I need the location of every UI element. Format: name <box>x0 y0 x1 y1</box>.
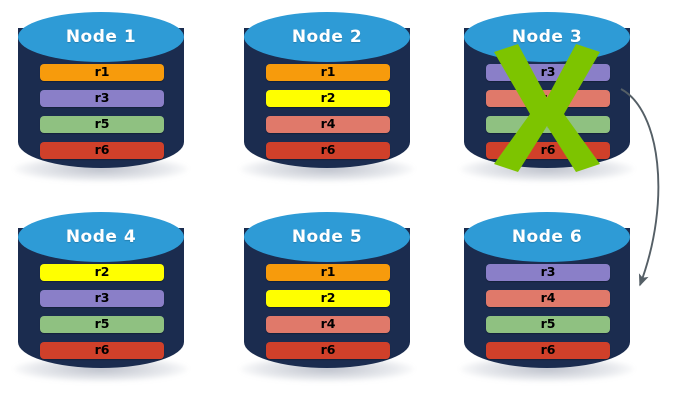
cylinder-top: Node 4 <box>18 212 184 262</box>
replica-label: r6 <box>94 142 110 158</box>
replica-label: r3 <box>94 290 110 306</box>
replica-label: r2 <box>320 90 336 106</box>
replica-label: r6 <box>540 342 556 358</box>
node-label: Node 6 <box>511 227 583 247</box>
replica-bar-r5[interactable]: r5 <box>486 116 610 133</box>
replica-bar-r2[interactable]: r2 <box>266 290 390 307</box>
replica-bar-r4[interactable]: r4 <box>266 316 390 333</box>
replica-bar-r6[interactable]: r6 <box>40 342 164 359</box>
cylinder-top: Node 1 <box>18 12 184 62</box>
replica-list: r1 r2 r4 r6 <box>266 64 390 159</box>
replica-bar-r6[interactable]: r6 <box>486 342 610 359</box>
replica-label: r4 <box>320 316 336 332</box>
replica-bar-r6[interactable]: r6 <box>266 342 390 359</box>
replica-bar-r4[interactable]: r4 <box>266 116 390 133</box>
node-label: Node 4 <box>65 227 137 247</box>
replica-label: r1 <box>94 64 110 80</box>
node-6[interactable]: Node 6 r3 r4 r5 r6 <box>452 206 642 382</box>
replica-label: r2 <box>94 264 110 280</box>
replica-bar-r5[interactable]: r5 <box>40 116 164 133</box>
replica-bar-r3[interactable]: r3 <box>486 64 610 81</box>
replica-bar-r2[interactable]: r2 <box>266 90 390 107</box>
replica-label: r6 <box>540 142 556 158</box>
node-label: Node 3 <box>511 27 583 47</box>
replica-bar-r5[interactable]: r5 <box>486 316 610 333</box>
replica-bar-r2[interactable]: r2 <box>40 264 164 281</box>
replica-label: r6 <box>320 342 336 358</box>
replica-bar-r4[interactable]: r4 <box>486 290 610 307</box>
replica-label: r4 <box>540 90 556 106</box>
node-label: Node 1 <box>65 27 137 47</box>
cylinder-top: Node 2 <box>244 12 410 62</box>
node-4[interactable]: Node 4 r2 r3 r5 r6 <box>6 206 196 382</box>
replica-label: r5 <box>94 316 110 332</box>
replica-bar-r3[interactable]: r3 <box>40 290 164 307</box>
replica-label: r3 <box>94 90 110 106</box>
replica-bar-r3[interactable]: r3 <box>40 90 164 107</box>
replica-label: r1 <box>320 264 336 280</box>
replica-bar-r5[interactable]: r5 <box>40 316 164 333</box>
replica-label: r5 <box>540 316 556 332</box>
replica-list: r2 r3 r5 r6 <box>40 264 164 359</box>
replica-bar-r6[interactable]: r6 <box>40 142 164 159</box>
replica-list: r1 r2 r4 r6 <box>266 264 390 359</box>
replica-label: r3 <box>540 64 556 80</box>
replica-bar-r6[interactable]: r6 <box>486 142 610 159</box>
replica-label: r1 <box>320 64 336 80</box>
node-label: Node 2 <box>291 27 363 47</box>
node-label: Node 5 <box>291 227 363 247</box>
node-2[interactable]: Node 2 r1 r2 r4 r6 <box>232 6 422 182</box>
replica-label: r5 <box>94 116 110 132</box>
replica-label: r6 <box>320 142 336 158</box>
cylinder-top: Node 3 <box>464 12 630 62</box>
replica-bar-r6[interactable]: r6 <box>266 142 390 159</box>
cylinder-top: Node 5 <box>244 212 410 262</box>
cylinder-top: Node 6 <box>464 212 630 262</box>
replica-list: r3 r4 r5 r6 <box>486 264 610 359</box>
replica-label: r5 <box>540 116 556 132</box>
replica-label: r4 <box>540 290 556 306</box>
node-5[interactable]: Node 5 r1 r2 r4 r6 <box>232 206 422 382</box>
replica-list: r3 r4 r5 r6 <box>486 64 610 159</box>
replica-label: r2 <box>320 290 336 306</box>
replica-bar-r1[interactable]: r1 <box>266 64 390 81</box>
node-3[interactable]: Node 3 r3 r4 r5 r6 <box>452 6 642 182</box>
replica-bar-r1[interactable]: r1 <box>266 264 390 281</box>
replica-label: r6 <box>94 342 110 358</box>
node-1[interactable]: Node 1 r1 r3 r5 r6 <box>6 6 196 182</box>
replica-bar-r1[interactable]: r1 <box>40 64 164 81</box>
replica-bar-r4[interactable]: r4 <box>486 90 610 107</box>
replica-list: r1 r3 r5 r6 <box>40 64 164 159</box>
replica-label: r3 <box>540 264 556 280</box>
replica-bar-r3[interactable]: r3 <box>486 264 610 281</box>
replica-label: r4 <box>320 116 336 132</box>
